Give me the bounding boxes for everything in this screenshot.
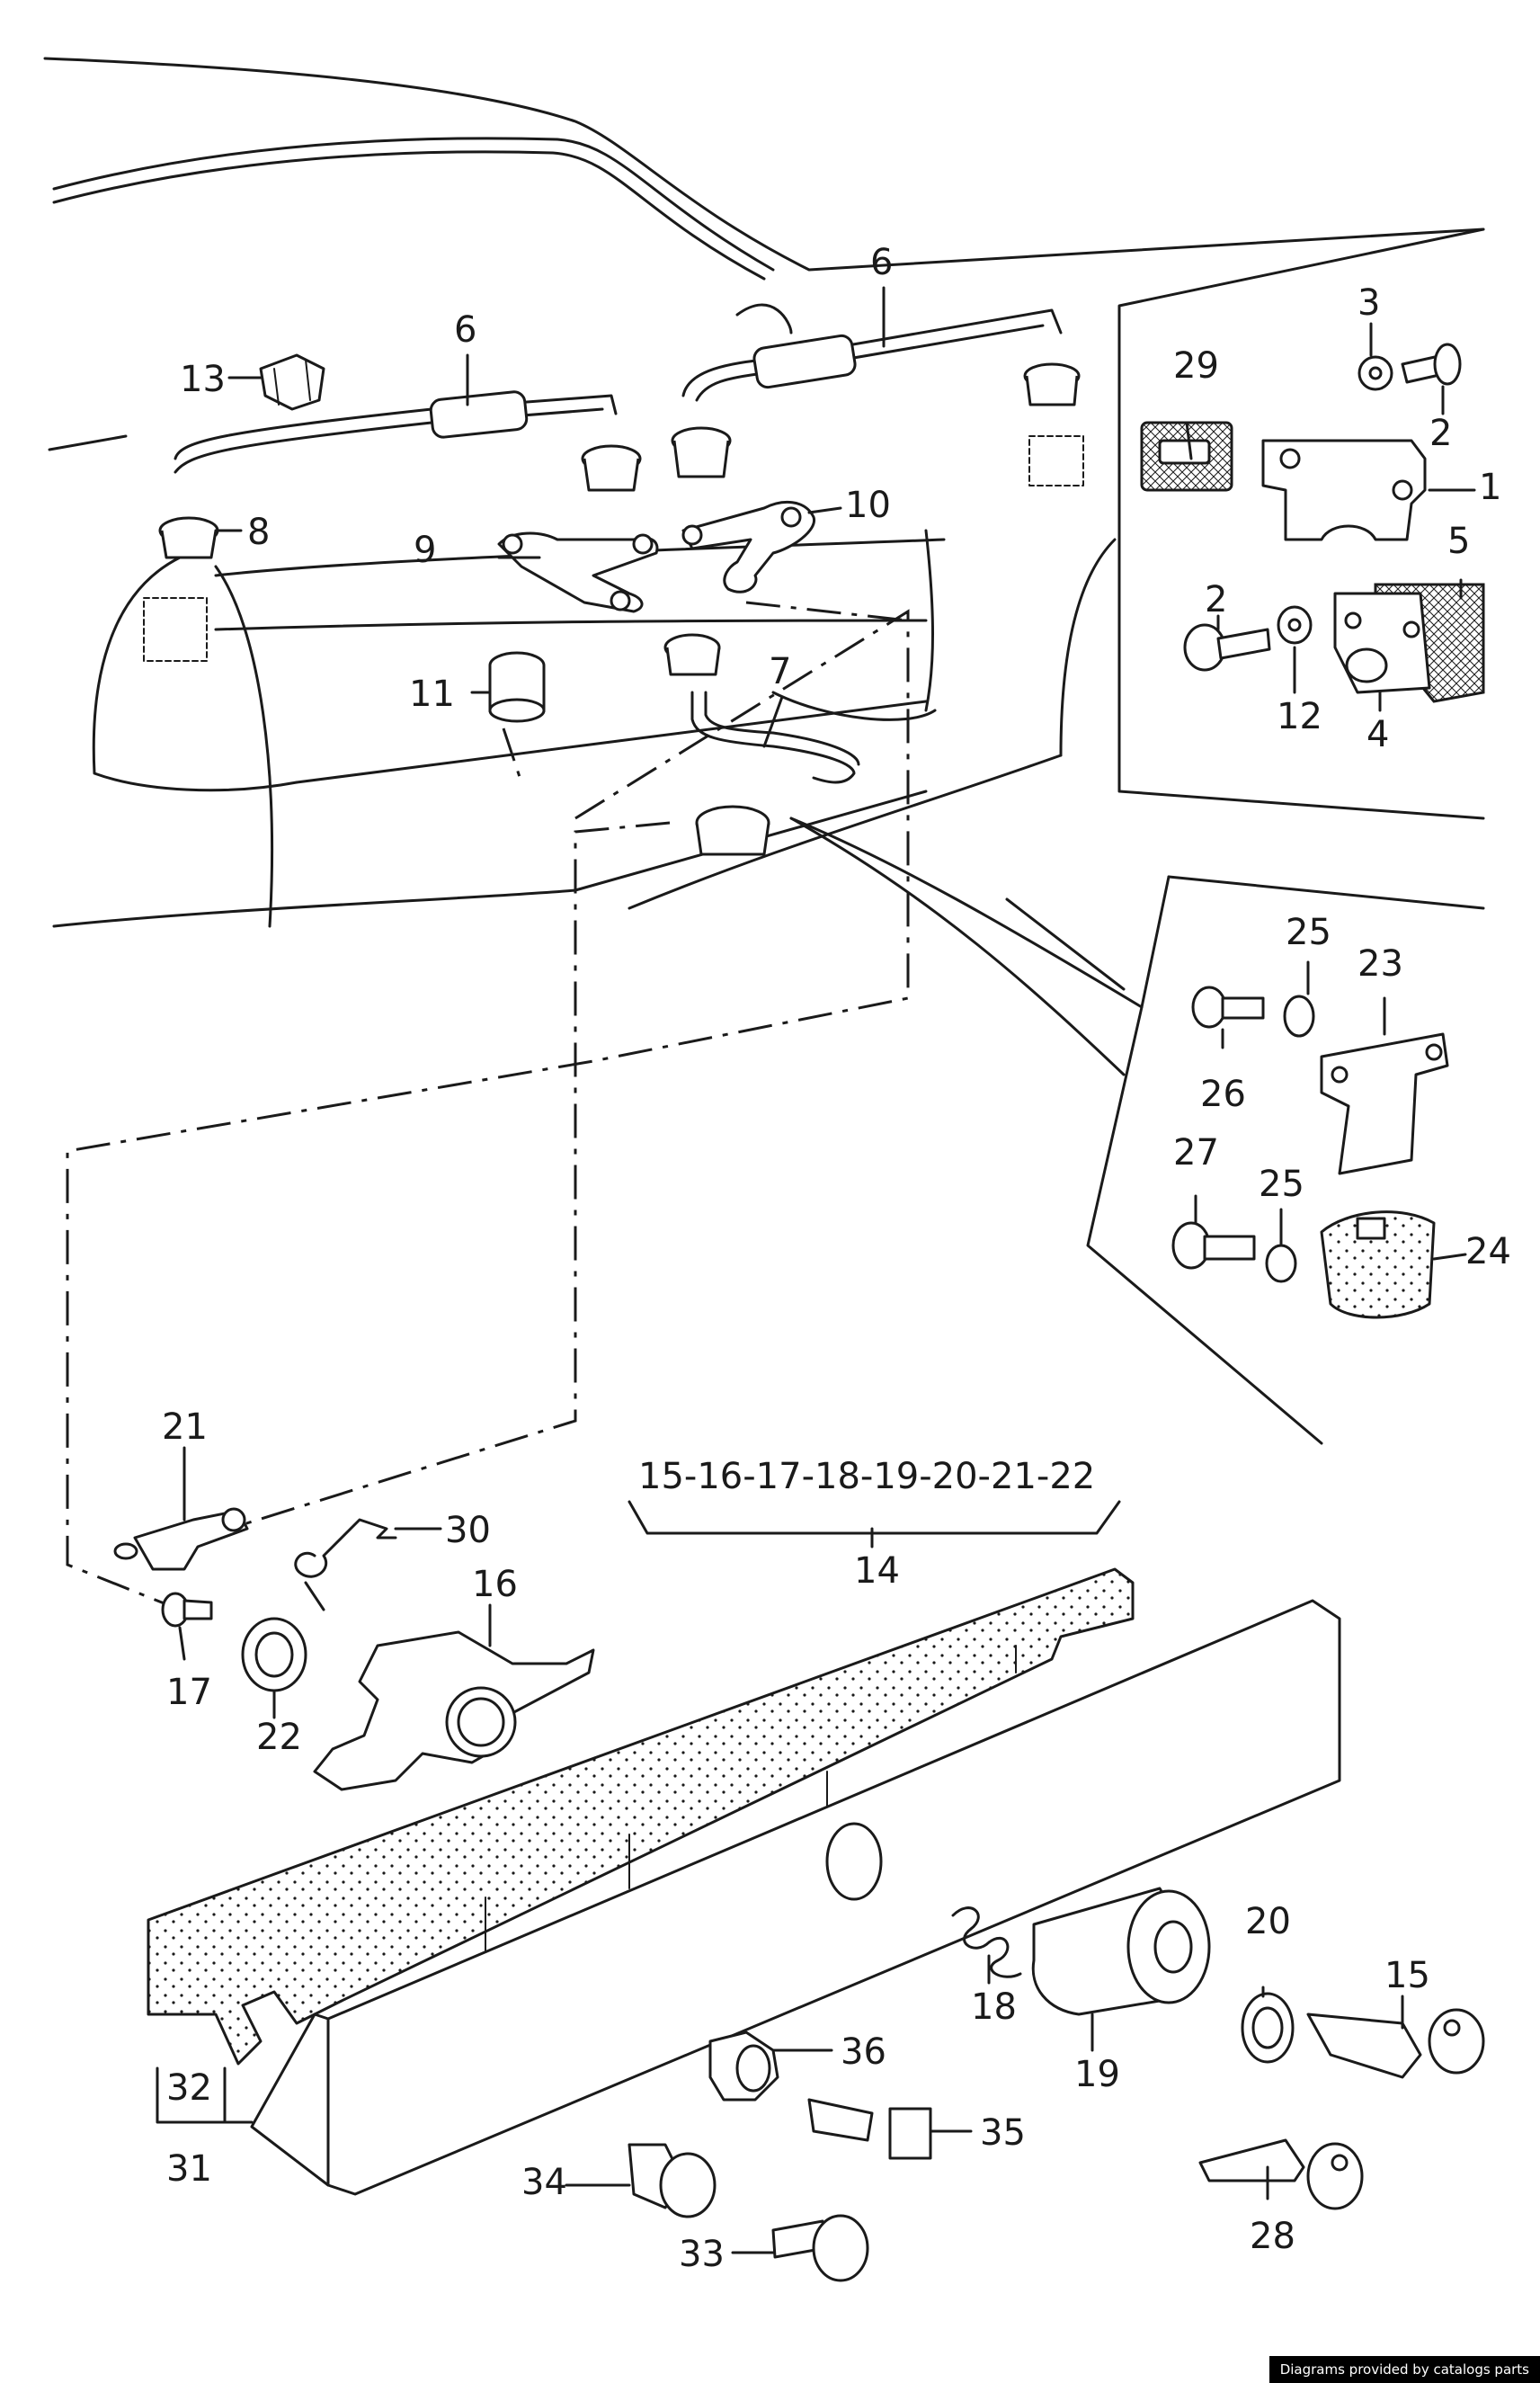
callout-30: 30 [445,1510,491,1551]
callout-13: 13 [180,359,226,400]
part-25-washer-top [1283,995,1315,1038]
callout-10: 10 [845,485,891,526]
callout-19: 19 [1074,2054,1120,2095]
callout-2: 2 [1205,579,1227,620]
callout-14: 14 [854,1550,900,1592]
callout-25: 25 [1286,912,1331,953]
detail-panel-latch [1117,228,1485,820]
callout-9: 9 [414,530,436,571]
part-grommet-center [663,633,721,676]
callout-27: 27 [1173,1132,1219,1174]
part-23-bracket [1320,1032,1449,1175]
part-10-lever [681,500,815,594]
callout-5: 5 [1447,521,1470,562]
callout-1: 1 [1479,467,1501,508]
part-grommets-upper [581,362,1081,492]
part-1-latch [1261,439,1427,541]
callout-group-14: 15-16-17-18-19-20-21-22 [638,1456,1095,1497]
callout-25: 25 [1259,1164,1304,1205]
callout-33: 33 [679,2234,725,2275]
callout-16: 16 [472,1564,518,1605]
part-27-bolt [1171,1221,1256,1270]
part-13-clip [259,353,325,411]
callout-2: 2 [1429,413,1452,454]
callout-29: 29 [1173,345,1219,387]
part-22-gasket [241,1617,307,1692]
callout-28: 28 [1250,2216,1295,2257]
callout-31: 31 [166,2148,212,2190]
callout-23: 23 [1358,943,1403,985]
part-3-washer [1358,355,1393,391]
callout-15: 15 [1384,1955,1430,1996]
callout-18: 18 [971,1986,1017,2028]
part-18-spring [951,1906,1022,1978]
part-16-lock-housing [313,1630,595,1791]
part-28-key [1198,2138,1364,2210]
callout-32: 32 [166,2067,212,2109]
part-31-lid-panel [250,1599,1341,2196]
callout-17: 17 [166,1672,212,1713]
part-12-washer [1277,605,1313,645]
part-19-cylinder [1031,1887,1211,2016]
callout-12: 12 [1277,696,1322,737]
callout-20: 20 [1245,1901,1291,1942]
callout-11: 11 [409,674,455,715]
part-30-spring [294,1518,397,1611]
part-15-key-cylinder [1306,2008,1485,2079]
callout-6: 6 [454,309,476,351]
callout-21: 21 [162,1406,208,1448]
callout-8: 8 [247,512,270,553]
part-4-striker [1333,592,1431,694]
part-35-screw [807,2098,932,2160]
part-8-grommet [158,516,219,559]
callout-labels: 1 2 2 3 4 5 6 6 7 8 9 10 11 12 13 14 15-… [162,242,1511,2275]
callout-36: 36 [841,2031,886,2073]
part-11-bushing [488,651,546,723]
diagram-credit: Diagrams provided by catalogs parts [1268,2356,1540,2383]
callout-24: 24 [1465,1231,1511,1272]
part-21-lock-lever [113,1507,249,1571]
part-34-plug [628,2143,717,2218]
detail-panel-bracket [789,817,1485,1445]
part-20-ring [1241,1992,1295,2064]
part-7-rod [690,691,860,784]
part-grommet-lower [695,805,770,856]
callout-3: 3 [1358,282,1380,324]
part-29-plate [1140,421,1233,492]
callout-26: 26 [1200,1074,1246,1115]
callout-leaders [156,286,1476,2254]
part-17-bolt [161,1592,213,1628]
placeholder-clips [143,435,1084,662]
dash-dot-leaders [66,601,910,1611]
part-36-nut [708,2030,779,2102]
part-32-foam-strip [147,1567,1135,2066]
part-9-lever [497,531,659,613]
part-6-rod-right [681,308,1063,402]
callout-7: 7 [769,651,791,692]
part-6-rod-left [174,390,618,474]
part-2-screw-mid [1183,623,1271,672]
callout-22: 22 [256,1717,302,1758]
callout-4: 4 [1366,714,1389,755]
part-33-screw [771,2214,869,2282]
callout-6: 6 [870,242,893,283]
part-25-washer-bottom [1265,1244,1297,1283]
part-24-bumper [1320,1210,1436,1319]
callout-34: 34 [521,2162,567,2203]
part-26-bolt [1191,986,1265,1029]
callout-35: 35 [980,2112,1026,2154]
part-2-screw-top [1401,343,1462,386]
